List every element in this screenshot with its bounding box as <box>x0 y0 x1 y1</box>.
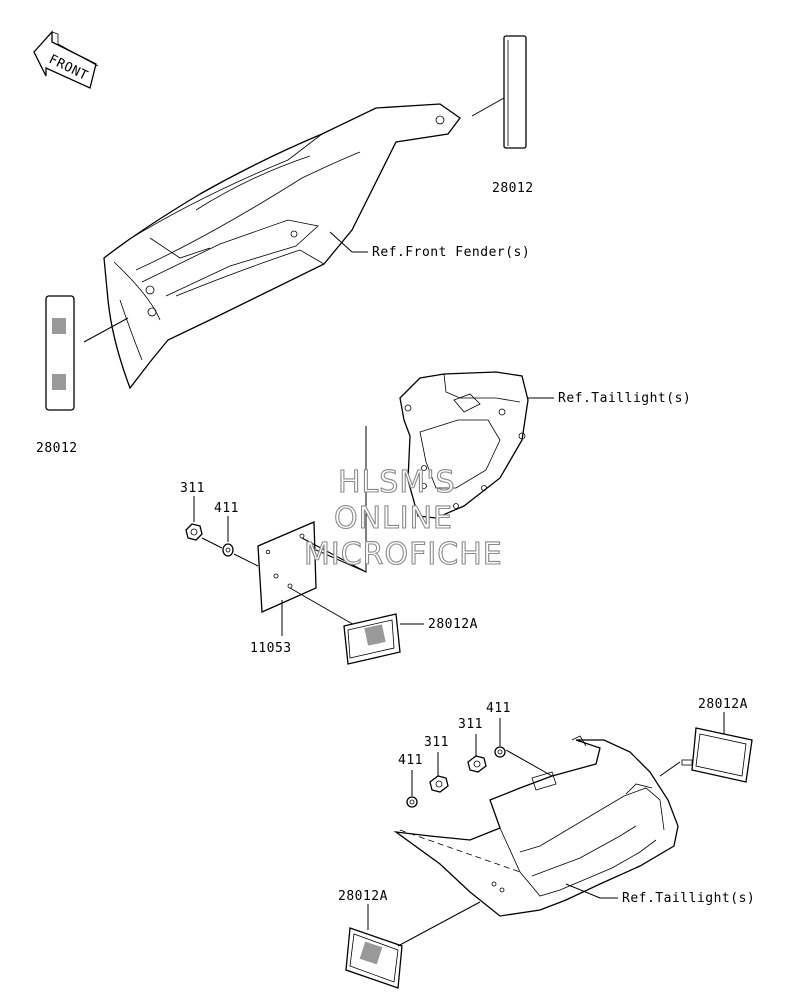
part-number-label: 311 <box>458 717 483 732</box>
reflector-bracket[interactable] <box>343 613 401 665</box>
leader-line <box>397 901 481 947</box>
leader-line <box>659 761 681 777</box>
license-bracket-plate[interactable] <box>257 521 317 613</box>
washer-lower-a[interactable] <box>406 796 418 808</box>
leader-line <box>301 537 367 573</box>
leader-line <box>565 883 601 899</box>
svg-text:ONLINE: ONLINE <box>334 501 453 536</box>
front-fender <box>103 103 461 390</box>
leader-line <box>329 231 353 253</box>
leader-line <box>201 537 223 549</box>
reflector-left[interactable] <box>45 295 75 411</box>
reflector-lower-left[interactable] <box>345 927 403 989</box>
washer-lower-b[interactable] <box>494 746 506 758</box>
part-number-label: 11053 <box>250 641 292 656</box>
reflector-pattern-icon <box>52 318 66 390</box>
ref-taillight-upper-label: Ref.Taillight(s) <box>558 391 691 406</box>
part-number-label: 411 <box>214 501 239 516</box>
taillight-housing-lower <box>393 735 679 917</box>
washer-upper[interactable] <box>222 543 234 557</box>
part-number-label: 411 <box>398 753 423 768</box>
svg-text:HLSM'S: HLSM'S <box>338 465 456 500</box>
leader-line <box>471 97 505 117</box>
leader-line <box>289 587 357 627</box>
ref-front-fender-label: Ref.Front Fender(s) <box>372 245 530 260</box>
watermark: HLSM'S ONLINE MICROFICHE <box>303 464 503 572</box>
reflector-pattern-icon <box>364 624 386 646</box>
svg-text:MICROFICHE: MICROFICHE <box>304 537 503 572</box>
part-number-label: 28012A <box>698 697 748 712</box>
part-number-label: 411 <box>486 701 511 716</box>
taillight-bracket-upper <box>399 371 529 519</box>
part-number-label: 311 <box>180 481 205 496</box>
nut-upper[interactable] <box>185 523 203 541</box>
reflector-top-right[interactable] <box>503 35 527 149</box>
part-number-label: 28012 <box>492 181 534 196</box>
part-number-label: 311 <box>424 735 449 750</box>
leader-line <box>83 317 129 343</box>
front-arrow-icon: FRONT <box>33 30 99 89</box>
part-number-label: 28012 <box>36 441 78 456</box>
part-number-label: 28012A <box>428 617 478 632</box>
nut-lower-b[interactable] <box>467 755 487 773</box>
leader-line <box>399 829 521 873</box>
part-number-label: 28012A <box>338 889 388 904</box>
reflector-lower-right[interactable] <box>681 727 753 783</box>
ref-taillight-lower-label: Ref.Taillight(s) <box>622 891 755 906</box>
leader-line <box>233 553 259 567</box>
leader-line <box>505 749 553 777</box>
reflector-pattern-icon <box>359 941 383 965</box>
nut-lower-a[interactable] <box>429 775 449 793</box>
